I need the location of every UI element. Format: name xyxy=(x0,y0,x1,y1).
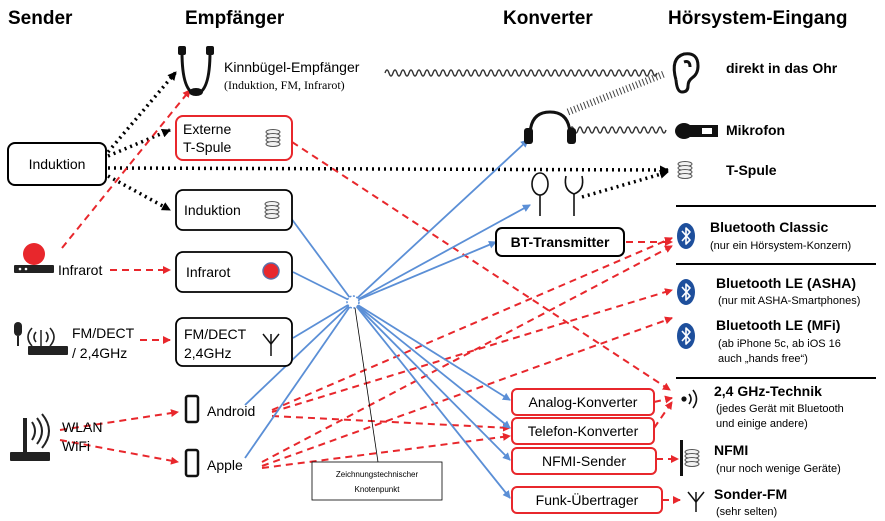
input-tspule: T-Spule xyxy=(677,161,777,179)
tspule-label: T-Spule xyxy=(726,162,777,178)
sender-fm: FM/DECT / 2,4GHz xyxy=(14,322,135,361)
sender-fm-line2: / 2,4GHz xyxy=(72,345,127,361)
bt-le-mfi-label: Bluetooth LE (MFi) xyxy=(716,317,840,333)
receiver-kinnbuegel: Kinnbügel-Empfänger (Induktion, FM, Infr… xyxy=(178,46,360,96)
input-nfmi: NFMI (nur noch wenige Geräte) xyxy=(680,440,841,476)
ohr-label: direkt in das Ohr xyxy=(726,60,838,76)
sender-wlan-line2: WiFi xyxy=(62,438,90,454)
coil-icon xyxy=(265,129,281,147)
input-ohr: direkt in das Ohr xyxy=(672,52,838,94)
receiver-induktion-label: Induktion xyxy=(184,202,241,218)
input-bt-le-asha: Bluetooth LE (ASHA) (nur mit ASHA-Smartp… xyxy=(676,275,860,307)
headphones-icon xyxy=(524,110,576,144)
ghz-sub2: und einige andere) xyxy=(716,418,808,430)
bt-le-mfi-sub1: (ab iPhone 5c, ab iOS 16 xyxy=(718,338,841,350)
antenna-icon xyxy=(687,491,705,512)
smartphone-icon xyxy=(184,394,200,424)
receiver-induktion: Induktion xyxy=(175,189,293,231)
nfmi-coil-icon xyxy=(680,440,700,476)
infrared-dot-icon xyxy=(262,262,280,280)
node-note-line2: Knotenpunkt xyxy=(355,485,401,494)
receiver-infrarot-label: Infrarot xyxy=(186,264,230,280)
antenna-icon xyxy=(262,333,280,356)
analog-label: Analog-Konverter xyxy=(529,394,638,410)
sender-wlan-line1: WLAN xyxy=(62,419,102,435)
red-dashed-connections xyxy=(59,89,681,504)
converter-bt-transmitter: BT-Transmitter xyxy=(495,227,625,257)
bluetooth-icon xyxy=(676,278,696,306)
receiver-android: Android xyxy=(184,394,255,424)
sender-induktion: Induktion xyxy=(7,142,107,186)
input-ghz: 2,4 GHz-Technik (jedes Gerät mit Bluetoo… xyxy=(681,383,844,430)
bt-transmitter-label: BT-Transmitter xyxy=(511,234,610,250)
converter-analog: Analog-Konverter xyxy=(511,388,655,416)
receiver-fm-line1: FM/DECT xyxy=(184,326,247,342)
sender-infrarot-label: Infrarot xyxy=(58,262,102,278)
sonder-fm-sub: (sehr selten) xyxy=(716,506,777,518)
input-sonder-fm: Sonder-FM (sehr selten) xyxy=(687,486,787,518)
receiver-apple-label: Apple xyxy=(207,457,243,473)
ear-icon xyxy=(672,52,700,94)
node-note: Zeichnungstechnischer Knotenpunkt xyxy=(311,461,443,501)
sender-induktion-label: Induktion xyxy=(29,156,86,172)
header-empfaenger: Empfänger xyxy=(185,8,285,29)
bt-classic-label: Bluetooth Classic xyxy=(710,219,828,235)
radio-waves-icon xyxy=(681,389,698,409)
ghz-sub1: (jedes Gerät mit Bluetooth xyxy=(716,403,844,415)
bt-classic-sub: (nur ein Hörsystem-Konzern) xyxy=(710,240,851,252)
coil-icon xyxy=(677,161,693,179)
receiver-infrarot: Infrarot xyxy=(175,251,293,293)
neckloop-receiver-icon xyxy=(178,46,214,96)
receiver-android-label: Android xyxy=(207,403,255,419)
sender-fm-line1: FM/DECT xyxy=(72,325,135,341)
bt-le-asha-label: Bluetooth LE (ASHA) xyxy=(716,275,856,291)
bluetooth-icon xyxy=(676,322,696,350)
input-mikrofon: Mikrofon xyxy=(675,122,785,139)
converter-funk: Funk-Übertrager xyxy=(511,486,663,514)
receiver-fm-line2: 2,4GHz xyxy=(184,345,231,361)
header-sender: Sender xyxy=(8,8,73,29)
infrared-transmitter-icon xyxy=(14,243,54,273)
nfmi-label: NFMI-Sender xyxy=(542,453,626,469)
blue-connections xyxy=(244,139,531,499)
funk-label: Funk-Übertrager xyxy=(536,491,639,508)
node-note-line1: Zeichnungstechnischer xyxy=(336,470,419,479)
externe-line2: T-Spule xyxy=(183,139,231,155)
input-bt-classic: Bluetooth Classic (nur ein Hörsystem-Kon… xyxy=(676,219,851,252)
sender-wlan: WLAN WiFi xyxy=(10,413,102,461)
kinnbuegel-title: Kinnbügel-Empfänger xyxy=(224,59,360,75)
nfmi-input-label: NFMI xyxy=(714,442,748,458)
nfmi-input-sub: (nur noch wenige Geräte) xyxy=(716,463,841,475)
earbuds-icon xyxy=(531,172,584,216)
header-konverter: Konverter xyxy=(503,8,593,29)
receiver-externe-tspule: Externe T-Spule xyxy=(175,115,293,161)
ghz-label: 2,4 GHz-Technik xyxy=(714,383,822,399)
receiver-fm: FM/DECT 2,4GHz xyxy=(175,317,293,367)
microphone-router-icon xyxy=(14,322,68,355)
receiver-apple: Apple xyxy=(184,448,243,478)
kinnbuegel-sub: (Induktion, FM, Infrarot) xyxy=(224,78,345,92)
mikrofon-label: Mikrofon xyxy=(726,122,785,138)
telefon-label: Telefon-Konverter xyxy=(528,423,639,439)
node-point xyxy=(346,295,379,463)
coil-icon xyxy=(264,201,280,219)
wave-connections xyxy=(384,69,667,134)
smartphone-icon xyxy=(184,448,200,478)
converter-nfmi: NFMI-Sender xyxy=(511,447,657,475)
sender-infrarot: Infrarot xyxy=(14,243,102,278)
input-bt-le-mfi: Bluetooth LE (MFi) (ab iPhone 5c, ab iOS… xyxy=(676,317,841,365)
bt-le-asha-sub: (nur mit ASHA-Smartphones) xyxy=(718,295,860,307)
externe-line1: Externe xyxy=(183,121,231,137)
microphone-icon xyxy=(675,123,718,139)
bt-le-mfi-sub2: auch „hands free“) xyxy=(718,353,808,365)
bluetooth-icon xyxy=(676,222,696,250)
sonder-fm-label: Sonder-FM xyxy=(714,486,787,502)
converter-telefon: Telefon-Konverter xyxy=(511,417,655,445)
header-hoersystem: Hörsystem-Eingang xyxy=(668,8,847,29)
wifi-router-icon xyxy=(10,413,50,461)
